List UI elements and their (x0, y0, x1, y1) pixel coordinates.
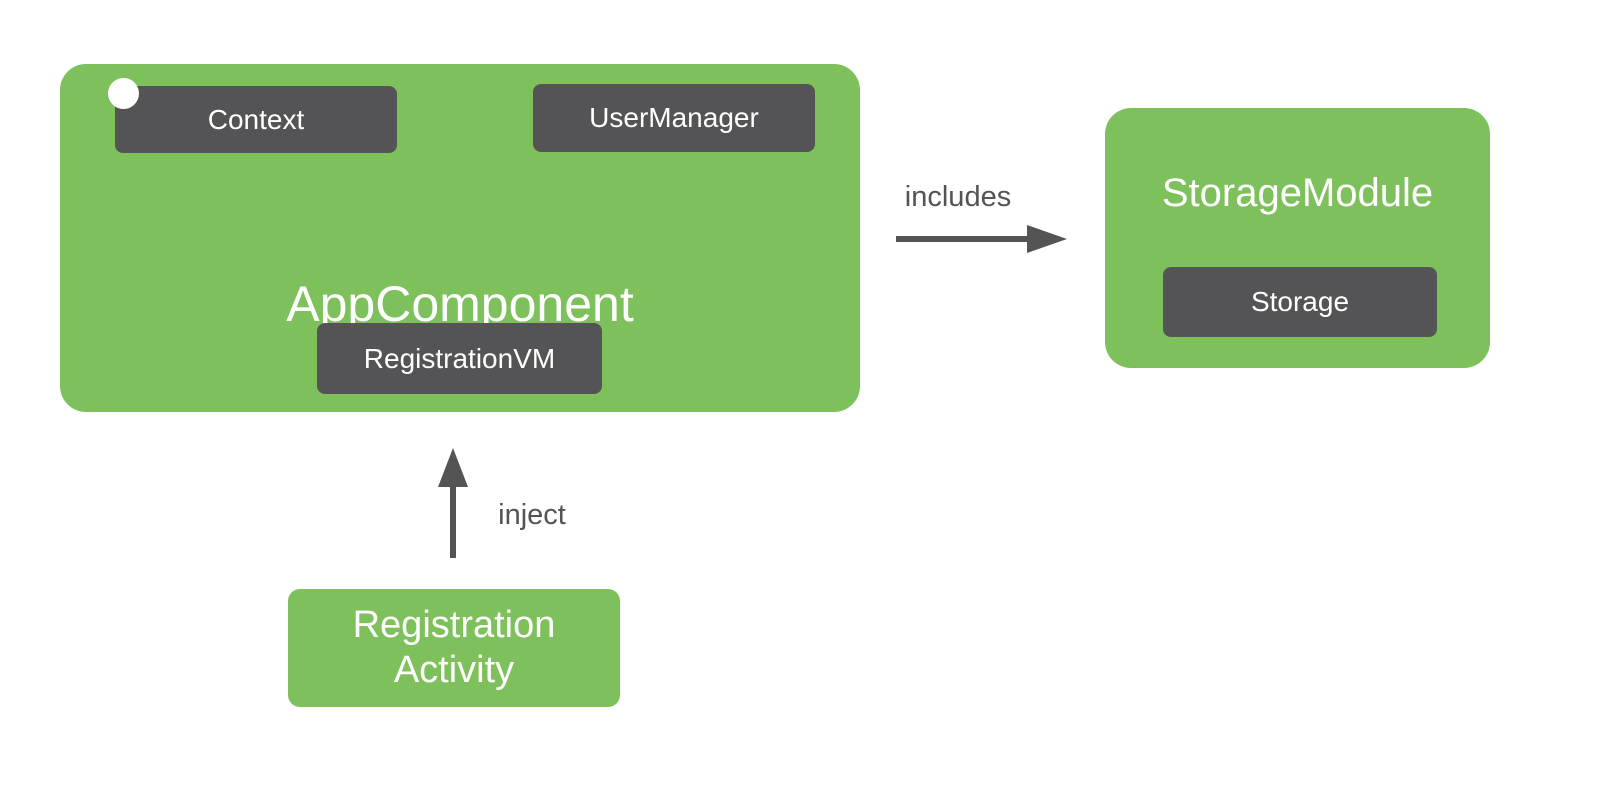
provider-label-context: Context (207, 103, 305, 135)
provider-box-user-manager: UserManager (533, 84, 815, 152)
provider-label-storage: Storage (1250, 286, 1350, 317)
node-app-component: Context UserManager AppComponent Registr… (60, 64, 860, 412)
includes-arrow-head-icon (1027, 225, 1067, 253)
scope-dot-marker (108, 78, 139, 109)
provider-box-storage: Storage (1163, 267, 1437, 337)
node-title-registration-activity-line1: Registration (352, 604, 556, 646)
node-title-storage-module: StorageModule (1161, 171, 1434, 215)
node-storage-module: StorageModule Storage (1105, 108, 1490, 368)
edge-label-includes: includes (904, 181, 1012, 213)
node-title-app-component: AppComponent (286, 276, 634, 332)
provider-label-registration-vm: RegistrationVM (363, 342, 556, 374)
provider-box-context: Context (115, 86, 397, 153)
inject-arrow-line (450, 484, 456, 558)
inject-arrow-head-icon (438, 448, 468, 487)
provider-label-user-manager: UserManager (589, 102, 759, 133)
node-title-registration-activity-line2: Activity (393, 649, 515, 691)
edge-label-inject: inject (498, 499, 566, 531)
provider-box-registration-vm: RegistrationVM (317, 323, 602, 394)
node-registration-activity: Registration Activity (288, 589, 620, 707)
includes-arrow-line (896, 236, 1029, 242)
